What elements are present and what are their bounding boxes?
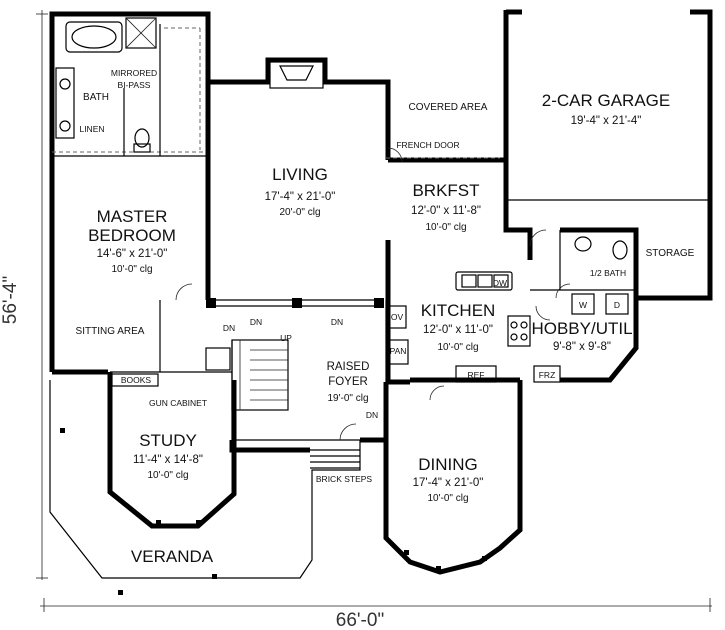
bath-label: BATH [83,92,109,103]
gun-cabinet-label: GUN CABINET [149,398,207,408]
raised-foyer-title-1: RAISED [327,361,370,373]
master-bedroom-title-2: BEDROOM [88,226,176,245]
kitchen-ceiling: 10'-0" clg [437,342,478,353]
brkfst-ceiling: 10'-0" clg [425,222,466,233]
books-shelf [111,373,159,387]
garage-title: 2-CAR GARAGE [542,91,670,110]
dimension-lines [36,10,712,612]
dw-label: DW [493,278,507,288]
veranda-outline [49,380,361,579]
linen-label: LINEN [79,124,104,134]
brkfst-size: 12'-0" x 11'-8" [411,205,481,217]
master-bedroom-size: 14'-6" x 21'-0" [97,248,168,260]
kitchen-size: 12'-0" x 11'-0" [423,324,493,336]
kitchen-fixtures [387,271,531,383]
study-size: 11'-4" x 14'-8" [133,454,203,466]
garage-size: 19'-4" x 21'-4" [571,115,642,127]
raised-foyer-title-2: FOYER [328,376,368,388]
raised-foyer-ceiling: 19'-0" clg [327,393,368,404]
oven-label: OV [391,312,404,322]
dryer-label: D [614,300,620,310]
staircase [205,339,289,411]
stairs-up-label: UP [280,333,292,343]
freezer-label: FRZ [539,370,556,380]
half-bath-label: 1/2 BATH [590,268,626,278]
hobby-util-size: 9'-8" x 9'-8" [553,341,611,353]
living-size: 17'-4" x 21'-0" [265,191,336,203]
stairs-dn-label-4: DN [366,410,378,420]
veranda-label: VERANDA [131,547,214,566]
kitchen-title: KITCHEN [421,301,496,320]
pantry-label: PAN [390,346,407,356]
master-bedroom-ceiling: 10'-0" clg [111,264,152,275]
structural-posts [60,298,487,595]
brick-steps-graphic [310,449,360,469]
overall-depth-dimension: 56'-4" [0,276,21,324]
exterior-walls [49,9,713,575]
ref-label: REF [468,370,485,380]
stairs-dn-label-1: DN [223,323,235,333]
covered-area-label: COVERED AREA [409,102,488,113]
stairs-dn-label-2: DN [250,317,262,327]
door-swings [175,147,571,441]
sitting-area-label: SITTING AREA [76,326,145,337]
dining-ceiling: 10'-0" clg [427,493,468,504]
washer-label: W [579,300,587,310]
living-ceiling: 20'-0" clg [279,207,320,218]
books-label: BOOKS [121,375,152,385]
storage-label: STORAGE [646,248,695,259]
living-title: LIVING [272,165,328,184]
utility-fixtures [533,236,629,383]
stairs-dn-label-3: DN [331,317,343,327]
study-ceiling: 10'-0" clg [147,470,188,481]
fireplace [269,61,324,89]
mirrored-label: MIRRORED [111,68,157,78]
french-door-label: FRENCH DOOR [396,140,459,150]
study-title: STUDY [139,431,197,450]
master-bath-fixtures [55,17,157,153]
overall-width-dimension: 66'-0" [336,610,384,630]
hobby-util-title: HOBBY/UTIL [531,319,632,338]
bipass-label: BI-PASS [118,80,151,90]
dining-title: DINING [418,455,478,474]
master-bedroom-title-1: MASTER [97,207,168,226]
dining-size: 17'-4" x 21'-0" [413,477,484,489]
brick-steps-label: BRICK STEPS [316,474,373,484]
brkfst-title: BRKFST [412,181,479,200]
